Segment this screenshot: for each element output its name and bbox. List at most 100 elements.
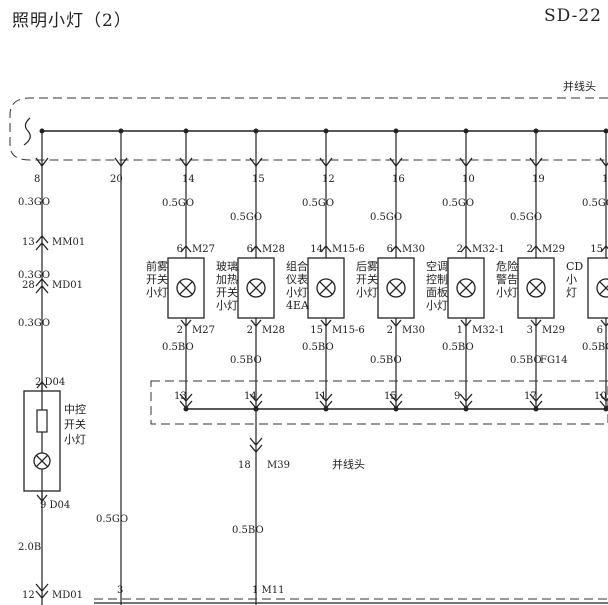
switch-name-2: 开关 xyxy=(64,417,86,431)
branch-5-pin-b: 1 xyxy=(457,325,463,336)
branch-2-conn-b: M28 xyxy=(262,325,285,336)
branch-6-wire-bottom: 0.5BO xyxy=(510,355,542,366)
left-wire-4: 2.0B xyxy=(18,542,41,553)
branch-2-name-line-2: 加热 xyxy=(216,273,238,286)
left-chain: 8 0.3GO 13 MM01 0.3GO 28 MD01 0.3GO 2 D0… xyxy=(18,128,86,605)
center-ground-wire: 0.5BO xyxy=(232,525,264,536)
branch-7-splice-pin: 10 xyxy=(594,391,607,402)
branch-5-wire-bottom: 0.5BO xyxy=(442,342,474,353)
branch-5-pin-a: 2 xyxy=(457,244,463,255)
branch-3-splice-pin: 11 xyxy=(314,391,327,402)
branch-4-pin-b: 2 xyxy=(387,325,393,336)
branch-2-pin-a: 6 xyxy=(247,244,253,255)
branch-3-bulb-cross xyxy=(319,281,333,295)
branch-3-name-line-3: 小灯 xyxy=(286,286,308,299)
branch-6-pin-a: 2 xyxy=(527,244,533,255)
page-title: 照明小灯（2） xyxy=(12,11,132,31)
left-wire-2: 0.3GO xyxy=(18,270,50,281)
branch-5-lamp-in-connector xyxy=(460,244,472,253)
center-ground-bottom: 1 M11 xyxy=(252,585,285,596)
branch-7-bulb-icon xyxy=(596,278,608,298)
center-ground-conn: M39 xyxy=(267,460,290,471)
branch-4-conn-b: M30 xyxy=(402,325,425,336)
branch-6-top-pin: 19 xyxy=(532,174,545,185)
branch-4-wire-bottom: 0.5BO xyxy=(370,355,402,366)
branch-7-top-connector xyxy=(599,157,608,168)
branch-7-wire-top: 0.5GO xyxy=(582,198,608,209)
branch-7-pin-b: 6 xyxy=(597,325,603,336)
branch-4-top-connector xyxy=(389,157,403,168)
branch-6-name-line-1: 危险 xyxy=(496,259,518,273)
branch-5-splice-pin: 9 xyxy=(454,391,460,402)
branch-7-top-junction xyxy=(603,128,608,134)
branch-3-wire-top: 0.5GO xyxy=(302,198,334,209)
branch-3-name-line-1: 组合 xyxy=(286,259,308,273)
branch-1-pin-a: 6 xyxy=(177,244,183,255)
branch-1-splice-pin: 13 xyxy=(174,391,187,402)
branch-4-splice-connector xyxy=(389,393,403,409)
branch-5-top-pin: 10 xyxy=(462,174,475,185)
branch-6-bulb-cross xyxy=(529,281,543,295)
branch-3-splice-connector xyxy=(319,393,333,409)
left-conn3: MD01 xyxy=(52,590,83,601)
branch-3-lamp-in-connector xyxy=(320,244,332,253)
branch-1-name-line-1: 前雾 xyxy=(146,259,168,273)
branch-2-conn-a: M28 xyxy=(262,244,285,255)
branch-1-bulb-cross xyxy=(179,281,193,295)
diagram-code: SD-22 xyxy=(544,6,602,26)
branch-4-lamp-out-connector xyxy=(390,319,402,328)
branch-4-splice-pin: 15 xyxy=(384,391,397,402)
bottom-splice-outline xyxy=(150,380,608,425)
switch-name-1: 中控 xyxy=(64,402,86,416)
switch-name-3: 小灯 xyxy=(64,433,86,446)
branch-2-lamp-out-connector xyxy=(250,319,262,328)
branch-3-conn-a: M15-6 xyxy=(332,244,365,255)
branch-3-name-line-4: 4EA xyxy=(286,299,310,312)
branch-2-top-connector xyxy=(249,157,263,168)
branch-1-wire-bottom: 0.5BO xyxy=(162,342,194,353)
branch-1-name-line-3: 小灯 xyxy=(146,286,168,299)
branch-4-top-pin: 16 xyxy=(392,174,405,185)
left-conn2: MD01 xyxy=(52,280,83,291)
left-conn3-pin: 12 xyxy=(22,590,35,601)
branch-5-conn-a: M32-1 xyxy=(472,244,505,255)
branch-6-lamp-in-connector xyxy=(530,244,542,253)
branch-6-top-connector xyxy=(529,157,543,168)
branch-2-lamp-in-connector xyxy=(250,244,262,253)
branch-3-top-pin: 12 xyxy=(322,174,335,185)
branch-7-lamp-in-connector xyxy=(600,244,608,253)
branch-6-conn-a: M29 xyxy=(542,244,565,255)
branch-3-lamp-box xyxy=(307,257,345,319)
branch-4-top-junction xyxy=(393,128,399,134)
branch-1-conn-b: M27 xyxy=(192,325,215,336)
branch-7-lamp-out-connector xyxy=(600,319,608,328)
branch-6-top-junction xyxy=(533,128,539,134)
branch-4-name-line-1: 后雾 xyxy=(356,260,378,273)
center-ground: 18 M39 0.5BO 1 M11 xyxy=(232,406,290,605)
branch-3-pin-a: 14 xyxy=(310,244,323,255)
branch-6-splice-pin: 17 xyxy=(524,391,537,402)
branch-4-name-line-2: 开关 xyxy=(356,272,378,286)
branch-1-wire-top: 0.5GO xyxy=(162,198,194,209)
branch-5-lamp-out-connector xyxy=(460,319,472,328)
branch-7-name-line-1: CD xyxy=(566,260,583,273)
branch-3-conn-b: M15-6 xyxy=(332,325,365,336)
branch-2-name-line-3: 开关 xyxy=(216,285,238,299)
branch-2-bulb-cross xyxy=(249,281,263,295)
branch-1-top-pin: 14 xyxy=(182,174,195,185)
branch-7-splice-connector xyxy=(599,393,608,409)
branch-3-pin-b: 15 xyxy=(310,325,323,336)
branch-2-top-pin: 15 xyxy=(252,174,265,185)
ground-bottom-pin: 3 xyxy=(117,585,123,596)
branch-7-bulb-cross xyxy=(599,281,608,295)
branch-3-name-line-2: 仪表 xyxy=(286,272,308,286)
branch-5-name-line-3: 面板 xyxy=(426,285,448,299)
branch-3-lamp-out-connector xyxy=(320,319,332,328)
branch-2-wire-top: 0.5GO xyxy=(230,212,262,223)
top-splice-label: 并线头 xyxy=(563,79,596,93)
branch-5-splice-connector xyxy=(459,393,473,409)
ground-top-pin: 20 xyxy=(110,174,123,185)
branch-1-lamp-in-connector xyxy=(180,244,192,253)
bottom-splice-label: 并线头 xyxy=(332,457,365,471)
